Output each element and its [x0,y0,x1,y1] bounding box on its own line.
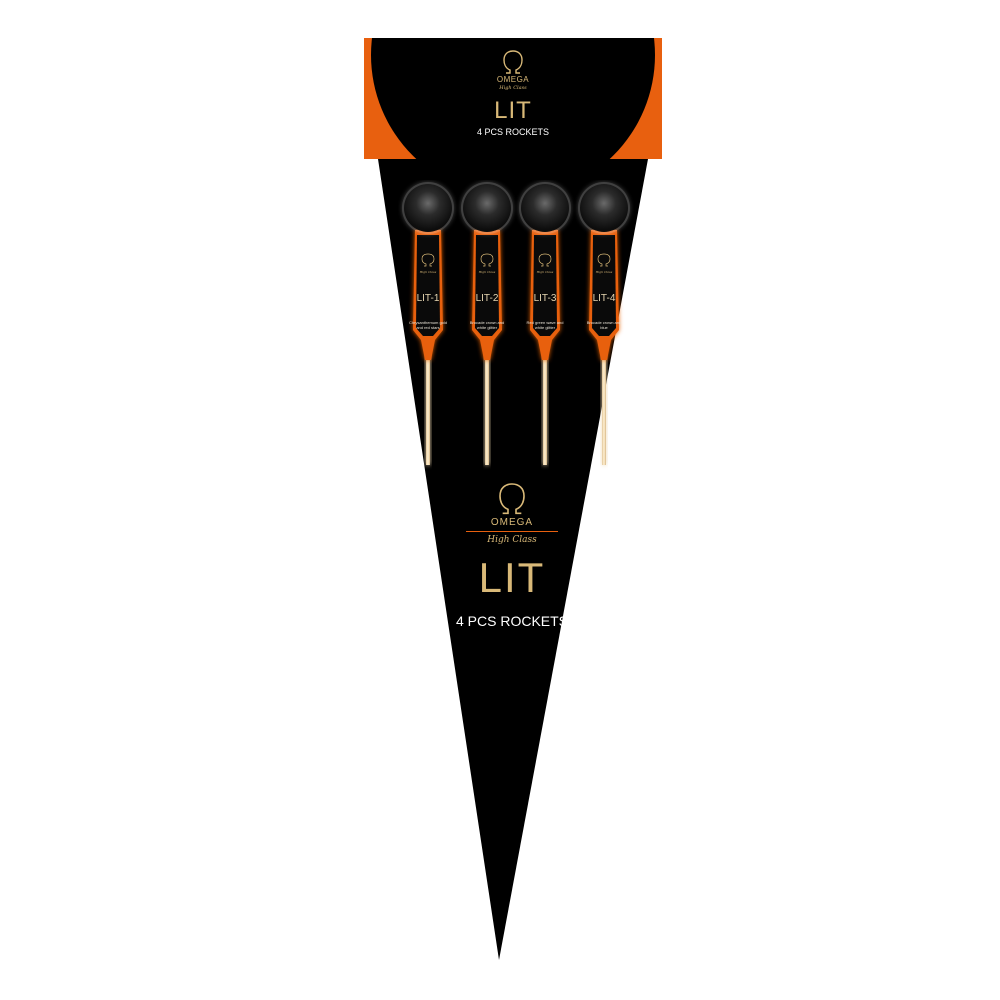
main-tagline: High Class [487,535,537,545]
rocket-tagline: High Class [536,270,554,274]
rocket-description: Brocade crown and white glitter [469,320,505,330]
main-subtitle: 4 PCS ROCKETS [455,613,569,629]
main-branding: OMEGA High Class LIT 4 PCS ROCKETS [412,480,612,629]
header-tagline: High Class [499,85,527,91]
rocket-label: LIT-4 [592,293,616,304]
header-subtitle: 4 PCS ROCKETS [476,127,550,137]
rocket-label: LIT-3 [533,293,557,304]
rocket-graphic [461,182,513,465]
rocket-label: LIT-1 [416,293,440,304]
rocket-graphic [578,182,630,465]
rocket-description: Red green wave and white glitter [526,320,564,330]
header-brand: OMEGA [496,75,530,84]
rocket-label: LIT-2 [475,293,499,304]
divider-line [466,531,558,532]
header-card: OMEGA High Class LIT 4 PCS ROCKETS [364,38,662,159]
header-content: OMEGA High Class LIT 4 PCS ROCKETS [364,38,662,137]
rocket-description: Brocade crown and blue [586,320,622,330]
header-disc [371,38,655,159]
omega-logo-icon [503,50,523,74]
main-title: LIT [478,554,546,601]
rocket-graphic [402,182,454,465]
rocket-tagline: High Class [419,270,437,274]
rocket-graphic [519,182,571,465]
rocket-tagline: High Class [478,270,496,274]
rocket-tagline: High Class [595,270,613,274]
header-title: LIT [494,97,532,124]
rocket-description: Chrysanthemum gold and red stars [408,320,448,330]
main-brand: OMEGA [490,517,534,528]
omega-logo-icon [499,483,525,515]
